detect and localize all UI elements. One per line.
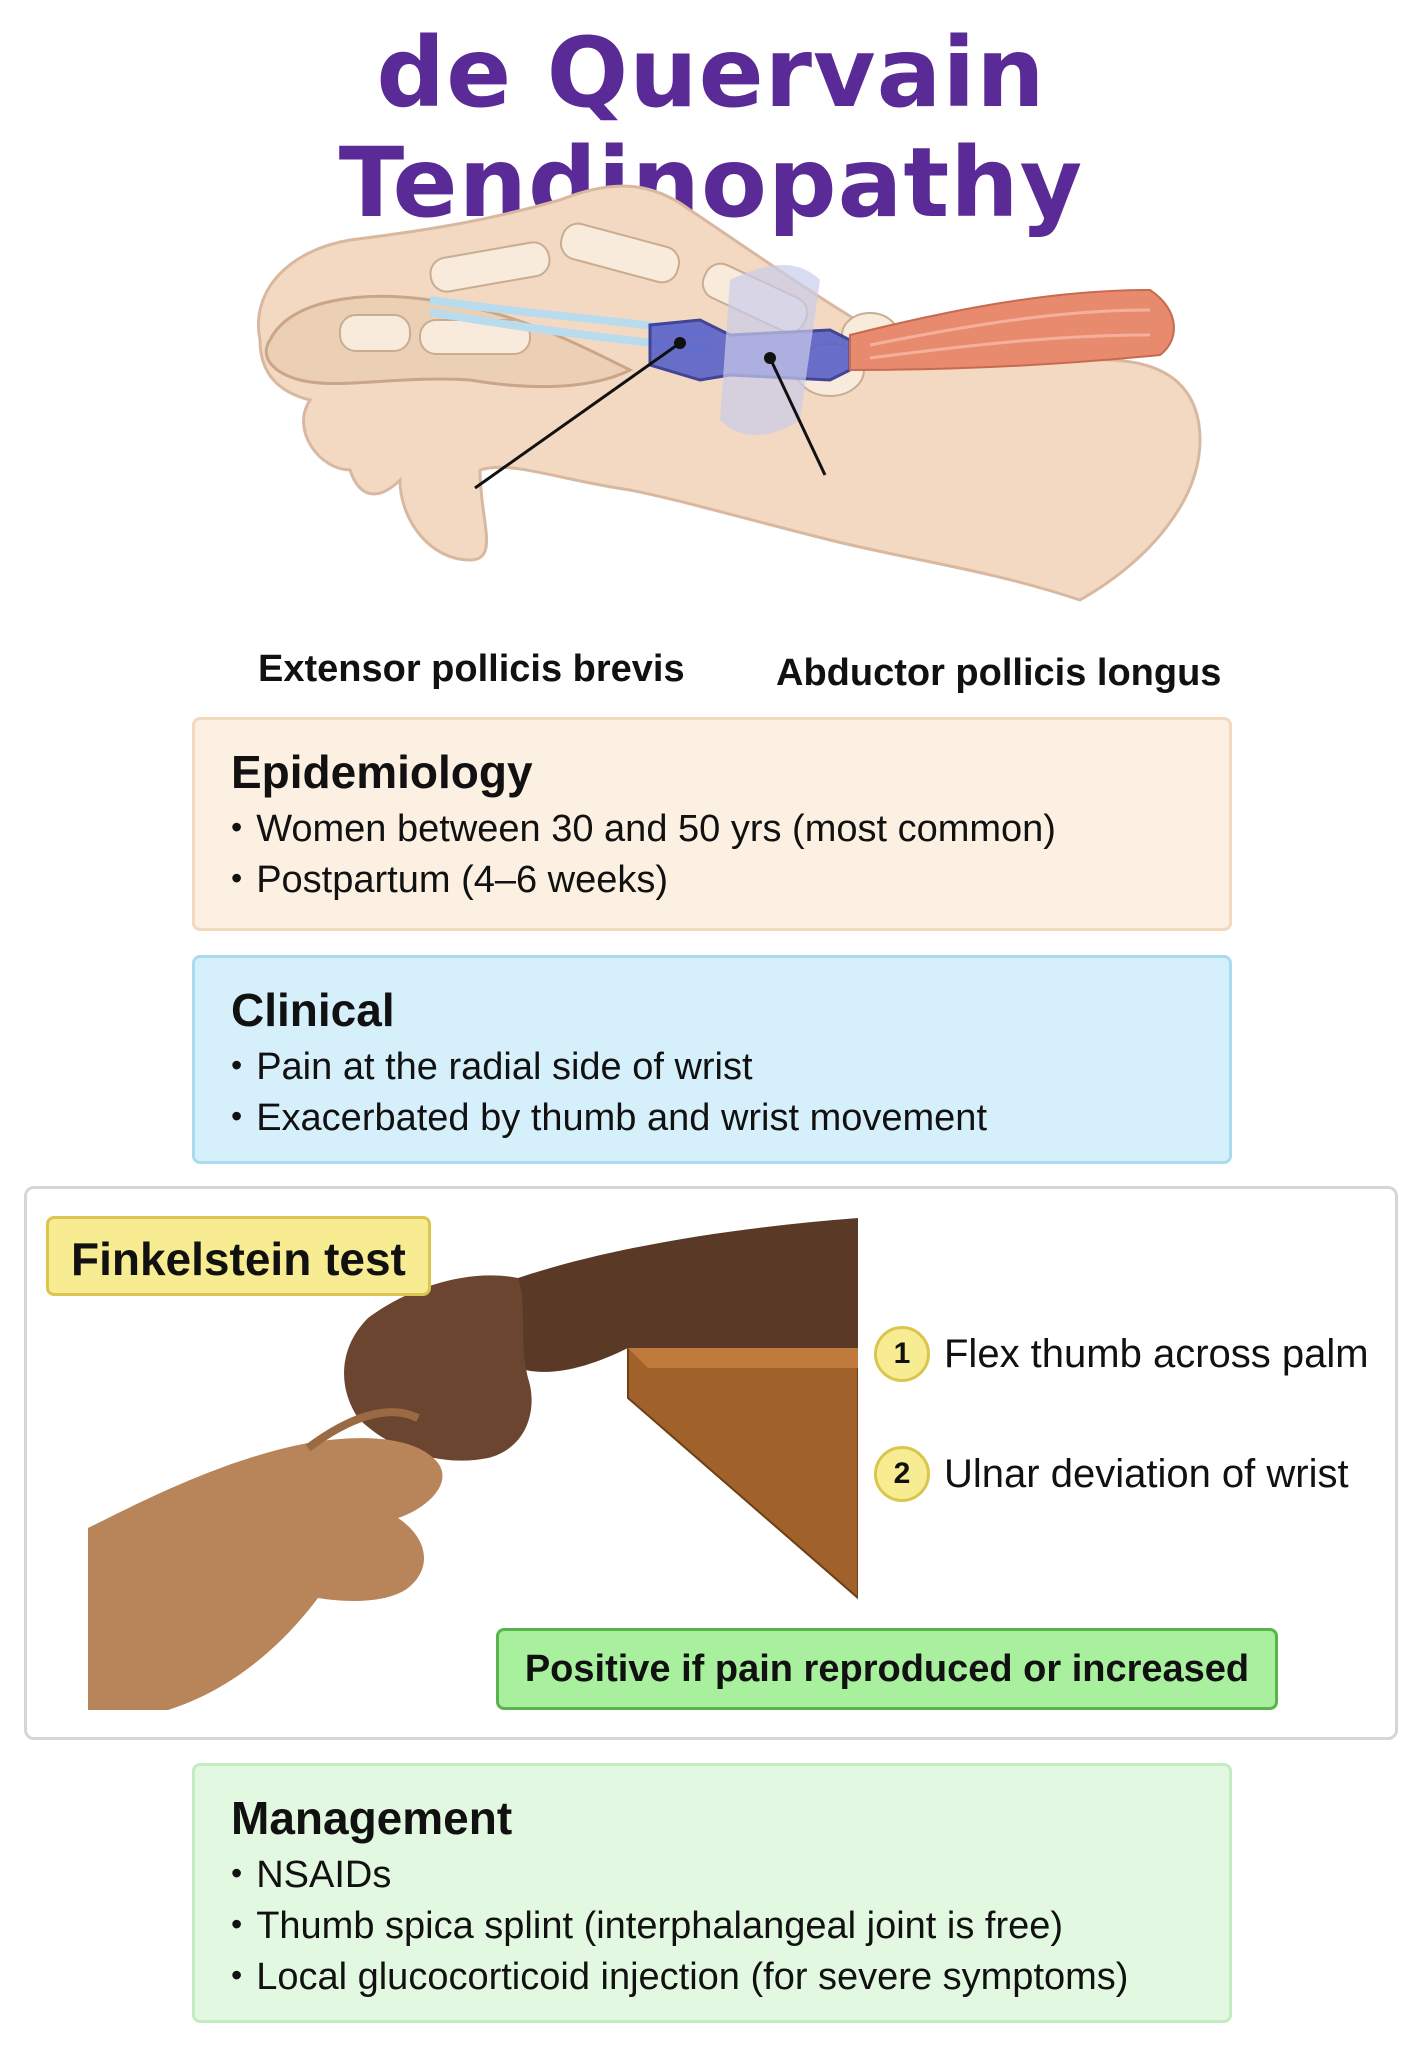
muscle-belly — [849, 288, 1175, 372]
finkelstein-heading: Finkelstein test — [46, 1216, 431, 1296]
step-2: 2 Ulnar deviation of wrist — [874, 1446, 1349, 1502]
management-box: Management NSAIDs Thumb spica splint (in… — [192, 1763, 1232, 2023]
management-heading: Management — [231, 1792, 513, 1844]
extensor-retinaculum — [720, 265, 820, 435]
apl-leader-line — [768, 357, 827, 476]
epb-leader-line — [474, 341, 681, 490]
management-list: NSAIDs Thumb spica splint (interphalange… — [231, 1850, 1193, 2003]
label-abductor-pollicis-longus: Abductor pollicis longus — [776, 652, 1222, 694]
clinical-list: Pain at the radial side of wrist Exacerb… — [231, 1042, 1193, 1144]
positive-result-banner: Positive if pain reproduced or increased — [496, 1628, 1278, 1710]
step-number-badge: 2 — [874, 1446, 930, 1502]
finkelstein-photo — [88, 1218, 858, 1710]
clinical-heading: Clinical — [231, 984, 395, 1036]
page-title: de Quervain Tendinopathy — [338, 17, 1084, 239]
clinical-box: Clinical Pain at the radial side of wris… — [192, 955, 1232, 1164]
step-number-badge: 1 — [874, 1326, 930, 1382]
step-text: Ulnar deviation of wrist — [944, 1452, 1349, 1496]
hand-anatomy-illustration — [257, 184, 1202, 602]
examiner-hand — [88, 1438, 443, 1710]
list-item: Postpartum (4–6 weeks) — [231, 855, 1193, 906]
table-edge — [627, 1347, 858, 1600]
patient-hand — [344, 1275, 532, 1461]
epidemiology-box: Epidemiology Women between 30 and 50 yrs… — [192, 717, 1232, 931]
list-item: Women between 30 and 50 yrs (most common… — [231, 804, 1193, 855]
list-item: Thumb spica splint (interphalangeal join… — [231, 1901, 1193, 1952]
step-1: 1 Flex thumb across palm — [874, 1326, 1369, 1382]
label-extensor-pollicis-brevis: Extensor pollicis brevis — [258, 648, 685, 690]
epidemiology-list: Women between 30 and 50 yrs (most common… — [231, 804, 1193, 906]
forearm — [495, 1218, 858, 1372]
epidemiology-heading: Epidemiology — [231, 746, 533, 798]
step-text: Flex thumb across palm — [944, 1332, 1369, 1376]
list-item: Exacerbated by thumb and wrist movement — [231, 1093, 1193, 1144]
list-item: NSAIDs — [231, 1850, 1193, 1901]
list-item: Pain at the radial side of wrist — [231, 1042, 1193, 1093]
list-item: Local glucocorticoid injection (for seve… — [231, 1952, 1193, 2003]
